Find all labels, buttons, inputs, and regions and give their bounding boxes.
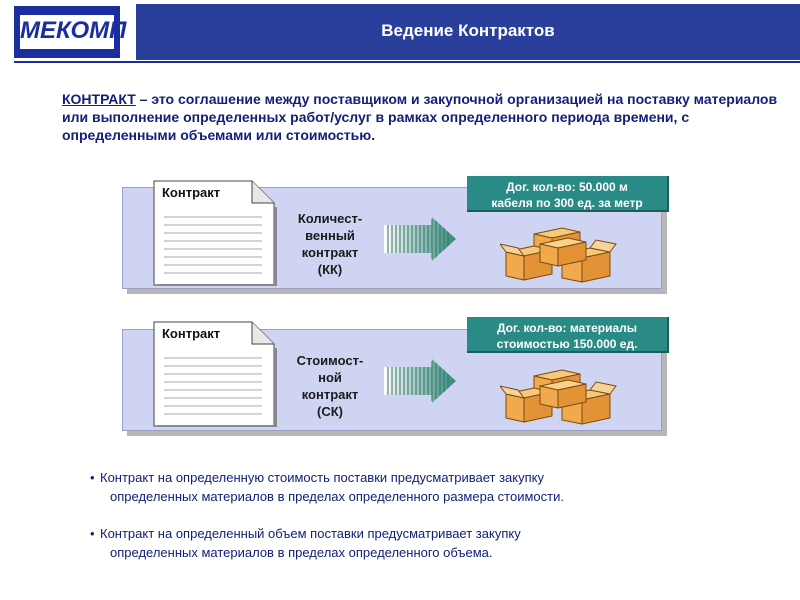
contract-type-label: Количест- венный контракт (КК)	[282, 210, 378, 278]
boxes-icon	[500, 218, 624, 288]
contract-type-line: Стоимост-	[282, 352, 378, 369]
striped-arrow-icon	[382, 357, 458, 405]
bullet-dot-icon: •	[90, 524, 95, 543]
agreed-cost-box: Дог. кол-во: материалы стоимостью 150.00…	[467, 317, 669, 353]
bullet-dot-icon: •	[90, 468, 95, 487]
contract-type-label: Стоимост- ной контракт (СК)	[282, 352, 378, 420]
agreed-quantity-box: Дог. кол-во: 50.000 м кабеля по 300 ед. …	[467, 176, 669, 212]
boxes-icon	[500, 360, 624, 430]
document-label: Контракт	[162, 326, 220, 341]
striped-arrow-icon	[382, 215, 458, 263]
bullet-line: определенных материалов в пределах опред…	[100, 487, 740, 506]
contract-type-line: венный	[282, 227, 378, 244]
contract-type-line: Количест-	[282, 210, 378, 227]
agreed-cost-line: Дог. кол-во: материалы	[467, 320, 667, 336]
contract-type-line: контракт	[282, 244, 378, 261]
bullet-line: определенных материалов в пределах опред…	[100, 543, 740, 562]
contract-type-line: ной	[282, 369, 378, 386]
contract-type-line: контракт	[282, 386, 378, 403]
definition-term: КОНТРАКТ	[62, 91, 136, 107]
document-label: Контракт	[162, 185, 220, 200]
header-divider	[14, 61, 800, 63]
contract-type-line: (СК)	[282, 403, 378, 420]
bullet-line: Контракт на определенный объем поставки …	[100, 524, 740, 543]
contract-type-line: (КК)	[282, 261, 378, 278]
logo-text: МЕКОМП	[20, 17, 114, 45]
definition-text: – это соглашение между поставщиком и зак…	[62, 91, 777, 143]
title-bar: Ведение Контрактов	[136, 4, 800, 60]
bullet-line: Контракт на определенную стоимость поста…	[100, 468, 740, 487]
contract-definition: КОНТРАКТ – это соглашение между поставщи…	[62, 90, 782, 144]
page-title: Ведение Контрактов	[136, 21, 800, 41]
agreed-cost-line: стоимостью 150.000 ед.	[467, 336, 667, 352]
bullet-item: • Контракт на определенную стоимость пос…	[100, 468, 740, 506]
agreed-quantity-line: кабеля по 300 ед. за метр	[467, 195, 667, 211]
company-logo: МЕКОМП	[14, 6, 120, 58]
logo-inner: МЕКОМП	[20, 15, 114, 49]
bullet-item: • Контракт на определенный объем поставк…	[100, 524, 740, 562]
agreed-quantity-line: Дог. кол-во: 50.000 м	[467, 179, 667, 195]
